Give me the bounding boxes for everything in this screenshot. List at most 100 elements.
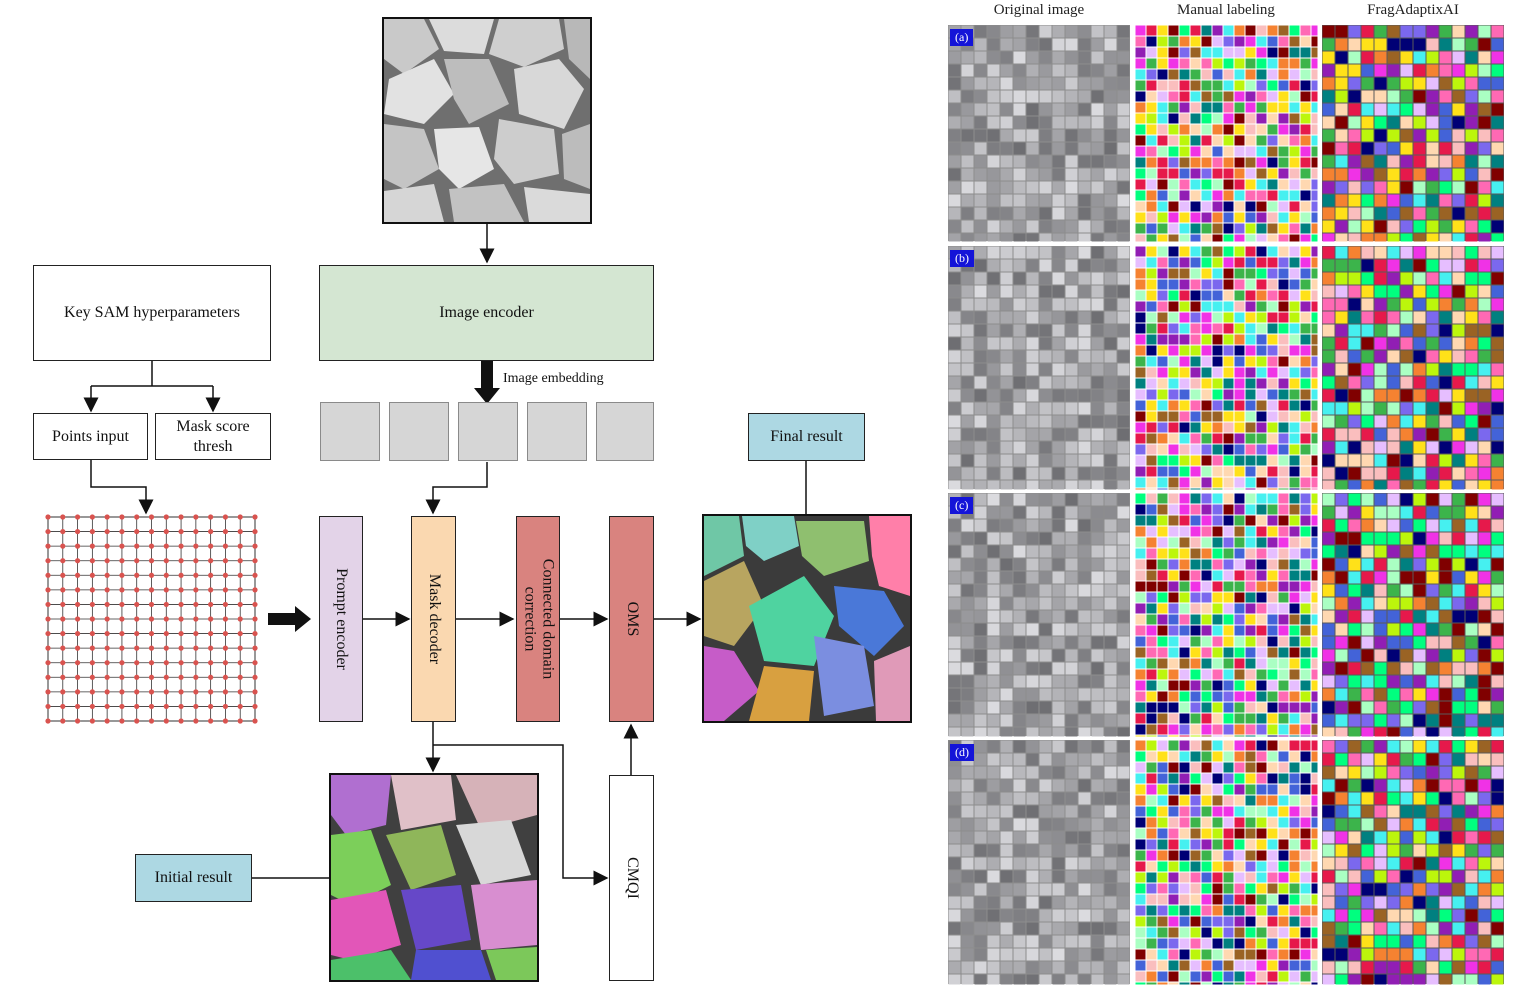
grid-point (119, 616, 125, 622)
mask-decoder-box: Mask decoder (411, 516, 456, 722)
grid-point (89, 587, 95, 593)
grid-point (45, 645, 51, 651)
grid-point (45, 528, 51, 535)
embedding-token (320, 402, 380, 461)
grid-point (119, 703, 125, 710)
grid-point (222, 689, 229, 695)
grid-point (74, 528, 81, 535)
grid-point (163, 558, 169, 564)
grid-point (148, 718, 155, 724)
grid-point (104, 660, 110, 666)
grid-point (60, 718, 66, 724)
grid-point (60, 645, 66, 651)
grid-point (148, 616, 155, 622)
embedding-arrow-icon (474, 360, 500, 404)
grid-point (178, 572, 184, 578)
grid-point (193, 572, 199, 578)
grid-point (45, 674, 51, 680)
grid-point (178, 645, 184, 651)
connected-domain-label: Connected domain correction (521, 558, 557, 680)
grid-point (74, 587, 81, 593)
grid-point (148, 514, 155, 520)
image-encoder-label: Image encoder (439, 304, 534, 321)
grid-point (119, 587, 125, 593)
grid-point (237, 528, 243, 535)
grid-point (74, 718, 81, 724)
grid-point (148, 703, 155, 710)
grid-point (104, 558, 110, 564)
comparison-panel: Original image Manual labeling FragAdapt… (945, 0, 1510, 988)
grid-point (163, 689, 169, 695)
fragadaptixai-tile (1322, 493, 1504, 737)
grid-point (104, 572, 110, 578)
grid-point (119, 630, 125, 637)
grid-point (222, 718, 229, 724)
grid-point (178, 703, 184, 710)
grid-point (163, 572, 169, 578)
grid-point (178, 528, 184, 535)
grid-point (178, 558, 184, 564)
panel-tag-b: (b) (950, 250, 974, 267)
grid-point (148, 645, 155, 651)
grid-point (74, 616, 81, 622)
grid-point (208, 645, 214, 651)
grid-point (163, 645, 169, 651)
grid-point (134, 528, 140, 535)
grid-point (119, 572, 125, 578)
prompt-encoder-label: Prompt encoder (333, 568, 351, 670)
final-result-image (702, 514, 912, 723)
grid-point (45, 660, 51, 666)
grid-point (134, 601, 140, 608)
grid-point (178, 630, 184, 637)
grid-point (119, 718, 125, 724)
grid-point (45, 601, 51, 608)
grid-point (74, 674, 81, 680)
image-embedding-label: Image embedding (503, 371, 604, 386)
grid-point (252, 543, 258, 549)
grid-point (45, 572, 51, 578)
grid-point (222, 572, 229, 578)
grid-point (178, 601, 184, 608)
grid-point (74, 543, 81, 549)
grid-point (208, 616, 214, 622)
grid-point (208, 601, 214, 608)
grid-point (134, 703, 140, 710)
grid-point (134, 718, 140, 724)
grid-point (193, 587, 199, 593)
original-image-tile (948, 25, 1130, 242)
grid-point (163, 514, 169, 520)
grid-point (148, 660, 155, 666)
grid-point (252, 674, 258, 680)
grid-point (208, 630, 214, 637)
grid-point (148, 558, 155, 564)
grid-point (208, 718, 214, 724)
column-header-fragadaptixai: FragAdaptixAI (1367, 2, 1459, 18)
grid-point (178, 543, 184, 549)
grid-point (104, 718, 110, 724)
grid-point (148, 528, 155, 535)
grid-point (193, 718, 199, 724)
grid-point (148, 543, 155, 549)
grid-point (60, 514, 66, 520)
grid-point (178, 587, 184, 593)
grid-point (237, 601, 243, 608)
grid-point (208, 543, 214, 549)
grid-point (193, 703, 199, 710)
grid-point (252, 630, 258, 637)
initial-result-label: Initial result (154, 869, 233, 886)
manual-labeling-tile (1135, 246, 1318, 490)
grid-point (45, 718, 51, 724)
grid-point (89, 660, 95, 666)
grid-point (178, 616, 184, 622)
grid-point (74, 630, 81, 637)
mask-score-label: Mask score thresh (176, 417, 250, 455)
grid-point (60, 689, 66, 695)
grid-point (134, 660, 140, 666)
grid-point (252, 514, 258, 520)
fragadaptixai-tile (1322, 25, 1504, 242)
grid-point (89, 572, 95, 578)
column-header-manual: Manual labeling (1177, 2, 1275, 18)
grid-point (163, 674, 169, 680)
connected-domain-box: Connected domain correction (516, 516, 560, 722)
grid-point (119, 543, 125, 549)
